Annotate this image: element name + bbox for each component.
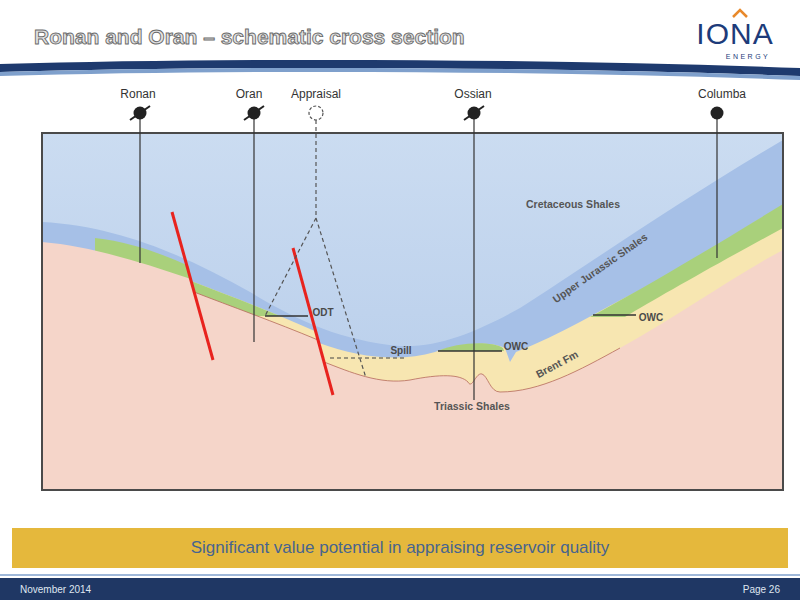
logo-text: IONA xyxy=(696,19,773,49)
triassic-top-line xyxy=(194,292,620,392)
well-symbol-slash xyxy=(244,106,264,120)
columba-owc-line xyxy=(593,314,636,315)
well-track xyxy=(253,113,254,342)
well-name: Oran xyxy=(236,88,263,100)
layer-name: Triassic Shales xyxy=(434,401,510,412)
footer-bar: November 2014 Page 26 xyxy=(0,578,800,600)
fault-line xyxy=(172,212,213,360)
banner-text: Significant value potential in appraisin… xyxy=(191,538,610,558)
contact-label: Spill xyxy=(390,346,411,356)
logo-subtext: ENERGY xyxy=(726,53,771,60)
cretaceous-shales-layer xyxy=(42,133,783,490)
odt-contact-line xyxy=(265,315,308,316)
well-symbol xyxy=(244,106,264,120)
well-track xyxy=(473,113,474,400)
ossian-hydrocarbon-zone xyxy=(438,343,504,351)
ossian-owc-line xyxy=(438,350,502,351)
appraisal-well-track xyxy=(265,120,366,378)
well-name: Ossian xyxy=(454,88,491,100)
appraisal-well-symbol xyxy=(309,106,323,120)
well-symbol xyxy=(464,106,484,120)
well-name: Ronan xyxy=(120,88,155,100)
well-name: Appraisal xyxy=(291,88,341,100)
well-track xyxy=(139,113,140,263)
header-swoosh-light xyxy=(0,68,800,80)
spill-line xyxy=(330,357,407,358)
section-frame xyxy=(42,133,783,490)
well-symbol xyxy=(130,106,150,120)
well-name: Columba xyxy=(698,88,746,100)
contact-label: OWC xyxy=(504,342,528,352)
upper-jurassic-shales-layer xyxy=(42,140,783,490)
footer-text: November 2014 xyxy=(20,584,91,595)
logo-chevron xyxy=(733,10,747,17)
footer-text: Page 26 xyxy=(743,584,780,595)
slide-title: Ronan and Oran – schematic cross section xyxy=(34,26,465,47)
fault-line xyxy=(293,248,333,395)
layer-name: Cretaceous Shales xyxy=(526,199,620,210)
contact-label: OWC xyxy=(639,313,663,323)
well-symbol-slash xyxy=(130,106,150,120)
triassic-shales-layer xyxy=(42,242,783,490)
message-banner: Significant value potential in appraisin… xyxy=(12,528,788,568)
well-symbol xyxy=(711,107,724,120)
footer-rule xyxy=(0,574,800,576)
well-symbol-slash xyxy=(464,106,484,120)
well-track xyxy=(716,113,717,258)
contact-label: ODT xyxy=(312,308,333,318)
geology-layers xyxy=(42,133,783,490)
